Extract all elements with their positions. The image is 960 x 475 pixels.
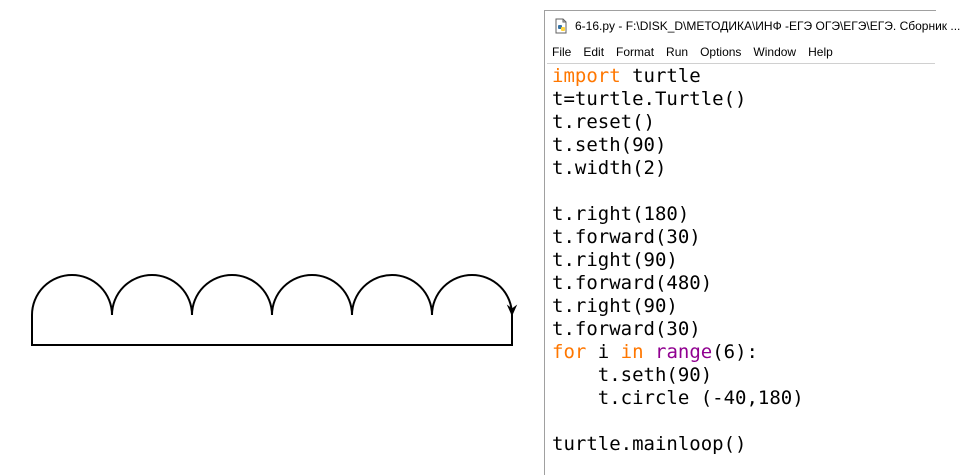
menu-bar: File Edit Format Run Options Window Help bbox=[545, 41, 937, 63]
menu-options[interactable]: Options bbox=[700, 45, 742, 59]
code-line: turtle.mainloop() bbox=[552, 433, 935, 456]
code-token: turtle bbox=[620, 65, 701, 87]
code-line: t.forward(30) bbox=[552, 226, 935, 249]
code-token: turtle.mainloop() bbox=[552, 433, 747, 455]
code-line: for i in range(6): bbox=[552, 341, 935, 364]
code-line: t.right(90) bbox=[552, 295, 935, 318]
menu-window[interactable]: Window bbox=[753, 45, 797, 59]
turtle-frame-line bbox=[31, 315, 513, 346]
turtle-arc bbox=[111, 274, 193, 316]
turtle-drawing bbox=[31, 274, 518, 346]
turtle-graphics-canvas bbox=[31, 274, 518, 346]
turtle-arc bbox=[31, 274, 113, 316]
code-line: t=turtle.Turtle() bbox=[552, 88, 935, 111]
code-token: t.right(90) bbox=[552, 295, 678, 317]
code-line bbox=[552, 410, 935, 433]
turtle-arc bbox=[191, 274, 273, 316]
code-line: t.forward(30) bbox=[552, 318, 935, 341]
code-line: t.seth(90) bbox=[552, 364, 935, 387]
code-line: t.width(2) bbox=[552, 157, 935, 180]
window-title-bar[interactable]: 6-16.py - F:\DISK_D\МЕТОДИКА\ИНФ -ЕГЭ ОГ… bbox=[545, 11, 960, 41]
code-line bbox=[552, 180, 935, 203]
code-token: i bbox=[586, 341, 621, 363]
keyword-token: for bbox=[552, 341, 587, 363]
code-token: t.seth(90) bbox=[552, 364, 713, 386]
code-line: t.circle (-40,180) bbox=[552, 387, 935, 410]
menu-run[interactable]: Run bbox=[666, 45, 689, 59]
code-line: t.right(90) bbox=[552, 249, 935, 272]
code-token: t.circle (-40,180) bbox=[552, 387, 804, 409]
builtin-token: range bbox=[655, 341, 713, 363]
code-line: import turtle bbox=[552, 65, 935, 88]
keyword-token: import bbox=[552, 65, 621, 87]
turtle-arc bbox=[351, 274, 433, 316]
code-token: t.forward(30) bbox=[552, 318, 701, 340]
code-line: t.reset() bbox=[552, 111, 935, 134]
menu-file[interactable]: File bbox=[552, 45, 572, 59]
turtle-arc bbox=[431, 274, 513, 316]
window-title: 6-16.py - F:\DISK_D\МЕТОДИКА\ИНФ -ЕГЭ ОГ… bbox=[575, 19, 960, 33]
menu-help[interactable]: Help bbox=[808, 45, 833, 59]
code-token: t.reset() bbox=[552, 111, 655, 133]
idle-editor-window: 6-16.py - F:\DISK_D\МЕТОДИКА\ИНФ -ЕГЭ ОГ… bbox=[544, 10, 960, 475]
code-token: t.right(180) bbox=[552, 203, 690, 225]
python-file-icon bbox=[553, 18, 569, 34]
menu-format[interactable]: Format bbox=[616, 45, 655, 59]
code-token: t.right(90) bbox=[552, 249, 678, 271]
code-token: t.forward(30) bbox=[552, 226, 701, 248]
turtle-cursor-icon bbox=[506, 304, 518, 317]
code-token: (6): bbox=[712, 341, 758, 363]
menu-edit[interactable]: Edit bbox=[583, 45, 605, 59]
code-token: t=turtle.Turtle() bbox=[552, 88, 747, 110]
code-token: t.width(2) bbox=[552, 157, 667, 179]
code-line: t.seth(90) bbox=[552, 134, 935, 157]
code-token: t.forward(480) bbox=[552, 272, 713, 294]
code-line: t.forward(480) bbox=[552, 272, 935, 295]
keyword-token: in bbox=[620, 341, 644, 363]
turtle-arc bbox=[271, 274, 353, 316]
code-line: t.right(180) bbox=[552, 203, 935, 226]
code-token: t.seth(90) bbox=[552, 134, 667, 156]
code-token bbox=[644, 341, 655, 363]
